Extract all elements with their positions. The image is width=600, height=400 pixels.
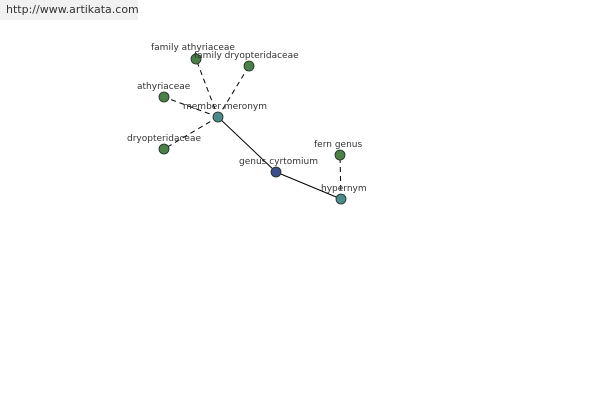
label-layer: genus cyrtomium member meronym hypernym fam…: [127, 43, 367, 194]
edge-layer: [163, 58, 342, 200]
node-dryo[interactable]: [158, 143, 170, 155]
edge-genus-hypernym: [275, 171, 342, 200]
edge-meronym-athy: [163, 96, 219, 118]
node-meronym[interactable]: [212, 111, 224, 123]
node-label-genus: genus cyrtomium: [239, 157, 318, 167]
node-label-meronym: member meronym: [183, 102, 267, 112]
edge-meronym-fam_athy: [195, 58, 219, 118]
node-label-fam_dryo: family dryopteridaceae: [194, 51, 299, 61]
edge-hypernym-fern: [339, 154, 342, 200]
watermark-url[interactable]: http://www.artikata.com: [0, 0, 139, 20]
node-layer: [158, 53, 347, 205]
node-label-dryo: dryopteridaceae: [127, 134, 201, 144]
edge-meronym-fam_dryo: [217, 65, 250, 118]
edge-genus-meronym: [217, 116, 277, 173]
node-athy[interactable]: [158, 91, 170, 103]
node-label-fam_athy: family athyriaceae: [151, 43, 235, 53]
node-label-fern: fern genus: [314, 140, 362, 150]
node-fam_athy[interactable]: [190, 53, 202, 65]
node-label-hypernym: hypernym: [321, 184, 367, 194]
node-fam_dryo[interactable]: [243, 60, 255, 72]
node-genus[interactable]: [270, 166, 282, 178]
node-hypernym[interactable]: [335, 193, 347, 205]
node-fern[interactable]: [334, 149, 346, 161]
node-label-athy: athyriaceae: [137, 82, 191, 92]
edge-meronym-dryo: [163, 116, 219, 150]
